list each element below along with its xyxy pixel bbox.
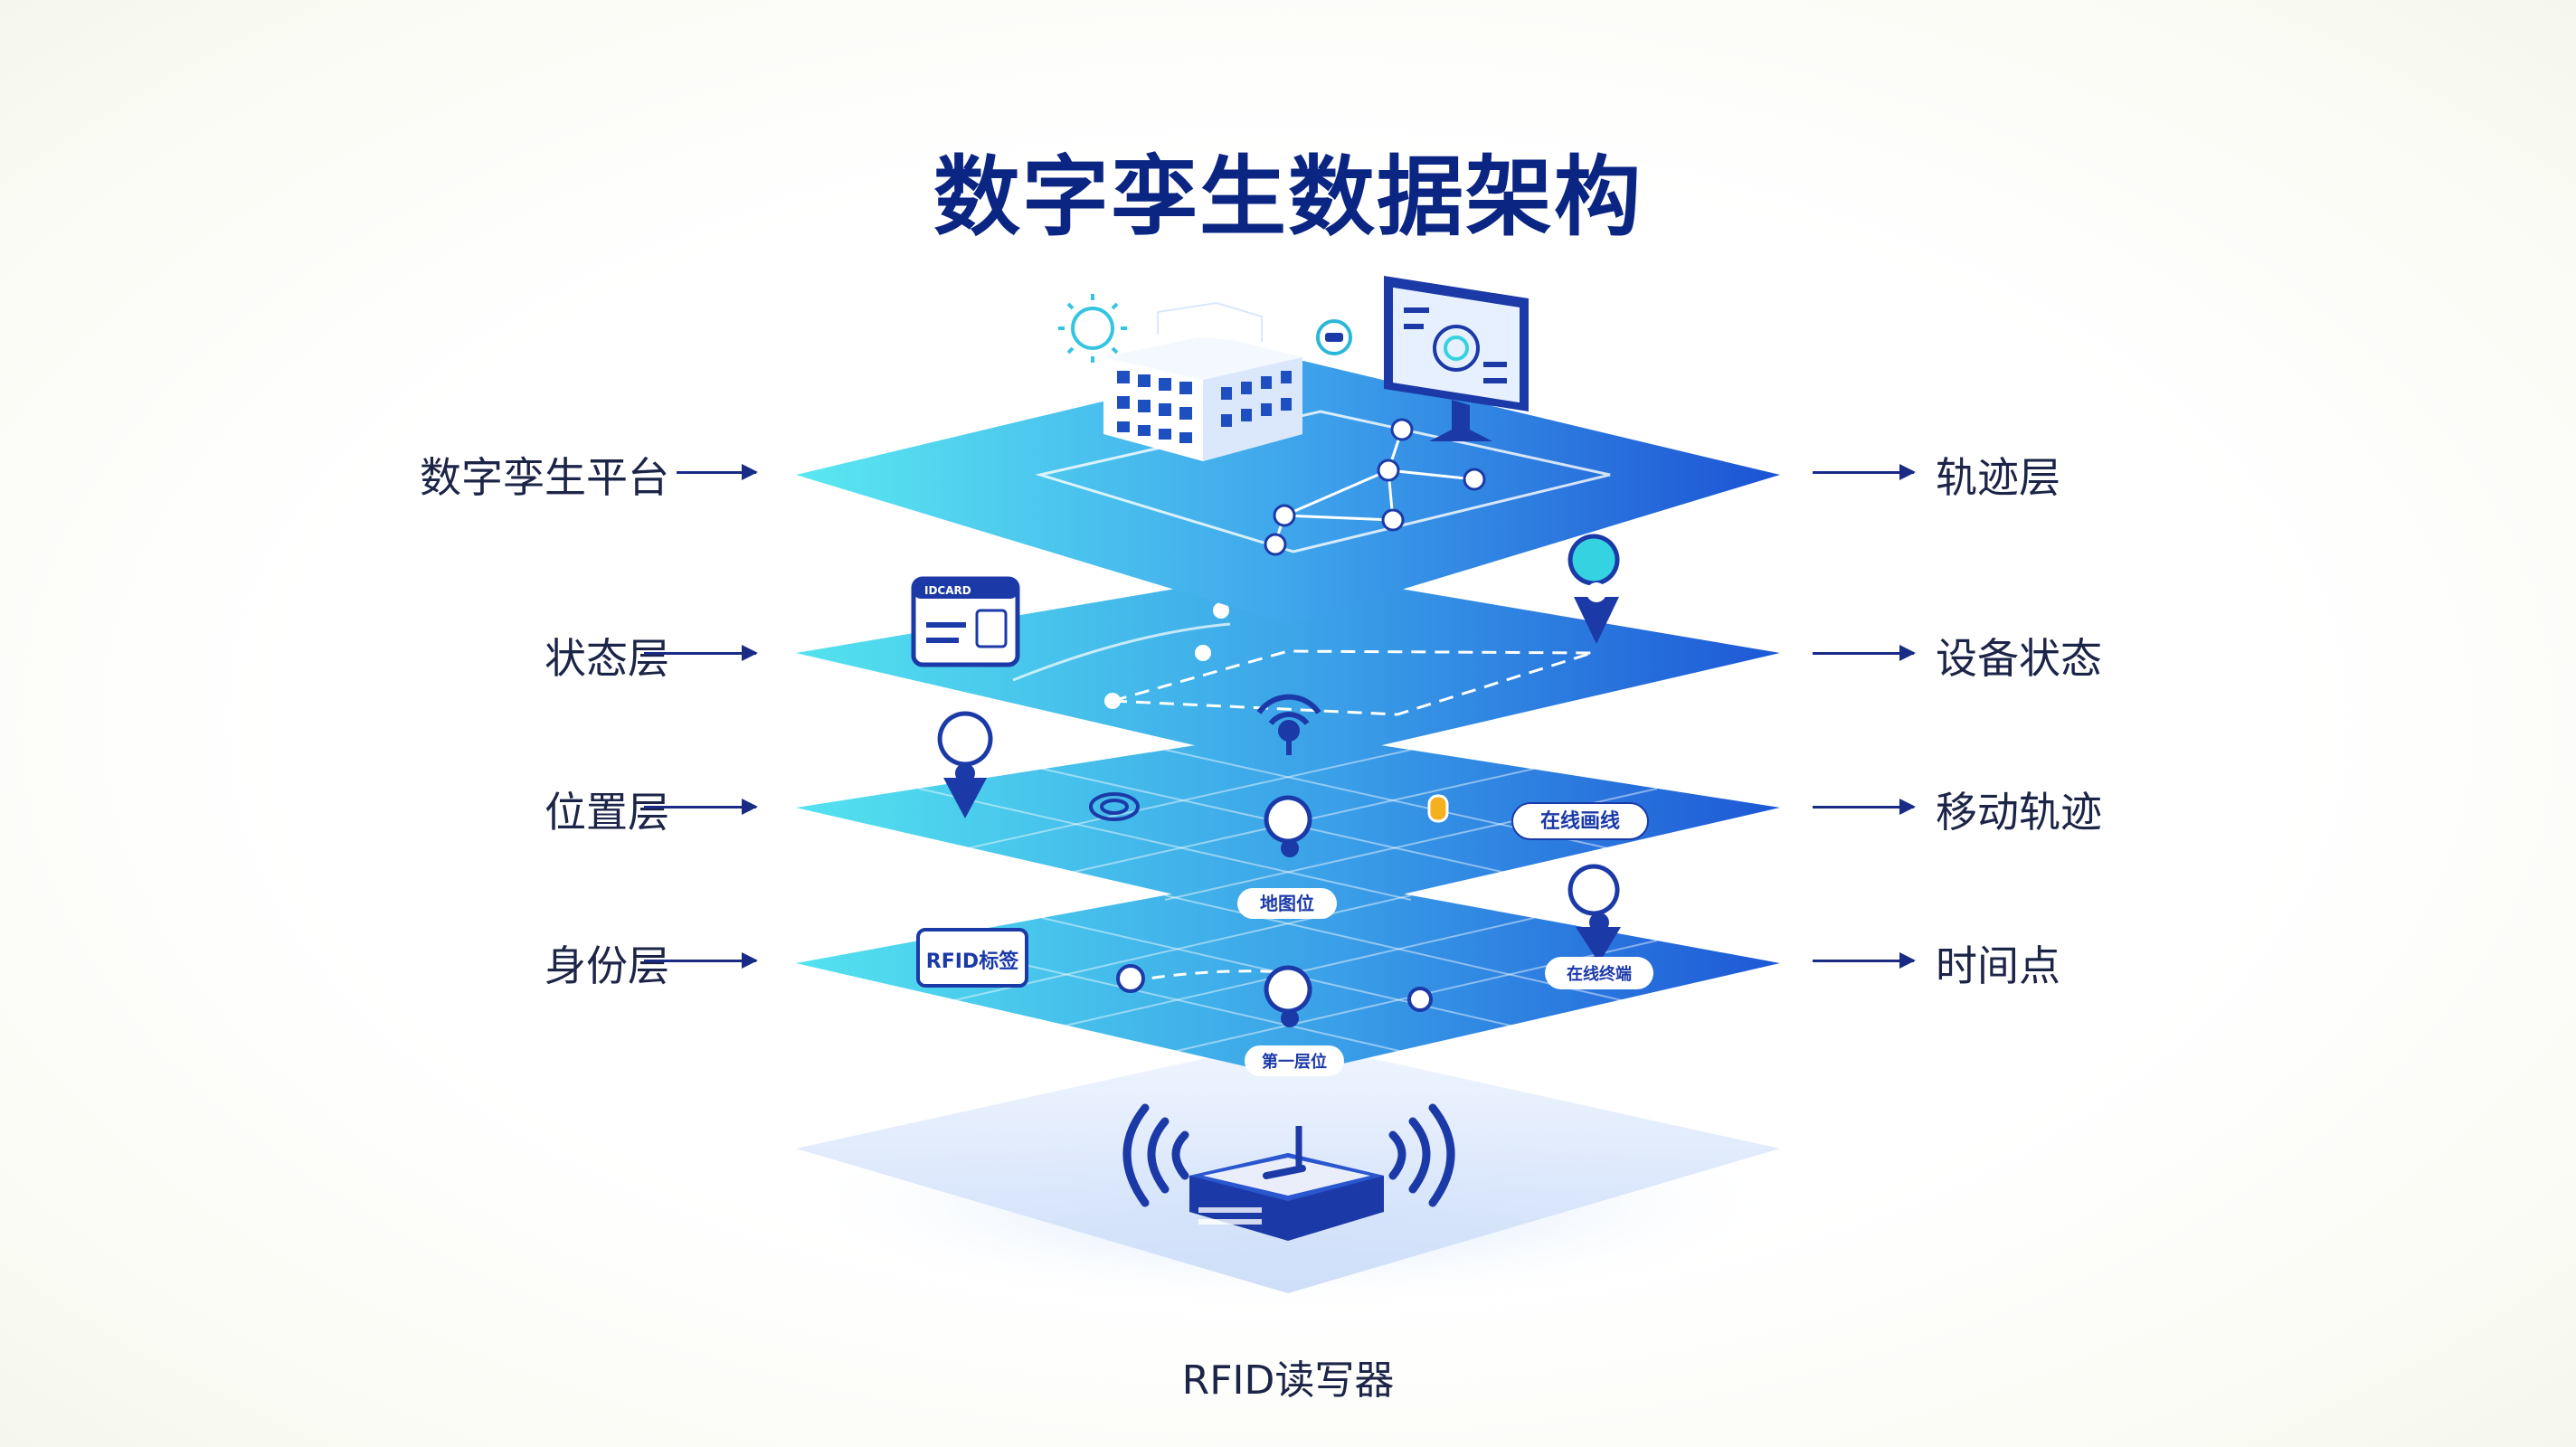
platform-layer [796, 276, 1780, 624]
identity-pill-label: 在线终端 [1567, 964, 1632, 984]
location-pill [1511, 802, 1649, 840]
sun-icon [1058, 294, 1127, 363]
signal-icon [1256, 694, 1321, 755]
status-layer [796, 534, 1780, 767]
right-label-movement: 移动轨迹 [1936, 788, 2102, 837]
left-label-identity: 身份层 [545, 941, 669, 990]
identity-layer [796, 864, 1780, 1076]
right-label-device: 设备状态 [1936, 634, 2102, 683]
building-icon [1103, 301, 1302, 461]
left-label-platform: 数字孪生平台 [420, 453, 669, 502]
map-pin-icon [1116, 864, 1621, 1027]
location-layer [796, 711, 1780, 921]
arrow-left-status [644, 645, 758, 661]
bulb-icon [1427, 794, 1449, 823]
map-pin-icon [937, 711, 1312, 857]
router-icon [1189, 1126, 1384, 1241]
identity-pin-tag [1245, 1045, 1344, 1076]
wifi-waves-icon [1122, 1103, 1455, 1207]
arrow-right-trajectory [1813, 464, 1916, 480]
arrow-right-device [1813, 645, 1916, 661]
arrow-left-location [644, 799, 758, 815]
arrow-right-time [1813, 952, 1916, 969]
arrow-right-movement [1813, 799, 1916, 815]
location-pin-label: 地图位 [1260, 893, 1314, 914]
monitor-icon [1384, 276, 1529, 441]
left-label-status: 状态层 [545, 634, 669, 683]
rfid-tag-label: RFID标签 [926, 950, 1019, 973]
id-card-icon [911, 576, 1020, 667]
right-label-time: 时间点 [1936, 941, 2060, 990]
badge-icon [1316, 319, 1352, 355]
page-title: 数字孪生数据架构 [933, 147, 1643, 248]
identity-pin-label: 第一层位 [1262, 1052, 1327, 1072]
rfid-tag-card [916, 928, 1028, 988]
map-pin-icon [1567, 534, 1620, 644]
identity-pill [1545, 957, 1653, 989]
location-pill-label: 在线画线 [1540, 809, 1620, 833]
signal-icon [1089, 792, 1140, 821]
location-pin-tag [1237, 888, 1337, 919]
id-card-label: IDCARD [924, 584, 971, 597]
reader-caption: RFID读写器 [1181, 1357, 1395, 1404]
arrow-left-identity [644, 952, 758, 969]
arrow-left-platform [677, 464, 758, 480]
left-label-location: 位置层 [545, 788, 669, 837]
right-label-trajectory: 轨迹层 [1936, 453, 2060, 502]
